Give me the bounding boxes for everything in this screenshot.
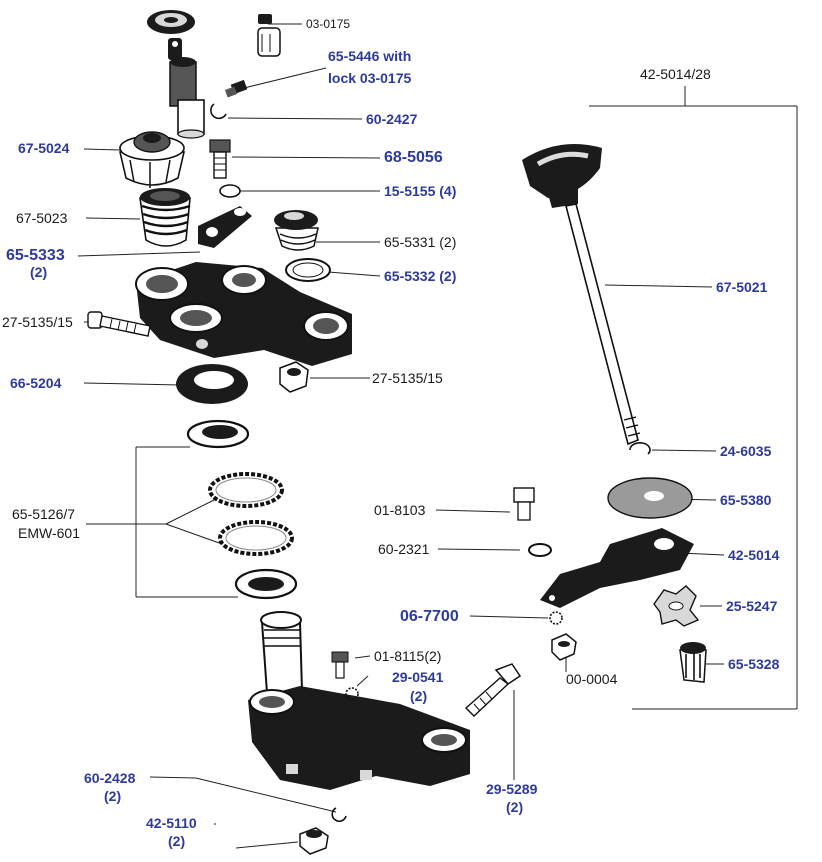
label-65-5446-line2: lock 03-0175 bbox=[328, 70, 412, 86]
bearing-cup-lower-part bbox=[234, 568, 298, 600]
bolt-right-part bbox=[513, 487, 535, 521]
lock-cylinder-part bbox=[169, 57, 205, 139]
label-65-5446-line1: 65-5446 with bbox=[328, 48, 412, 64]
pinch-bolt-part bbox=[87, 311, 151, 337]
label-42-5110: 42-5110 bbox=[146, 815, 197, 831]
label-01-8103: 01-8103 bbox=[374, 502, 426, 518]
damper-knob-rod-part bbox=[522, 144, 641, 446]
label-65-5331: 65-5331 (2) bbox=[384, 234, 457, 250]
label-65-5332: 65-5332 (2) bbox=[384, 268, 457, 284]
label-65-5380: 65-5380 bbox=[720, 492, 772, 508]
bearing-cup-upper-part bbox=[186, 419, 250, 449]
knob-sleeve-part bbox=[679, 642, 707, 683]
pinch-nut-part bbox=[279, 361, 309, 393]
lock-insert-part bbox=[257, 14, 281, 57]
label-03-0175: 03-0175 bbox=[306, 17, 351, 31]
label-15-5155: 15-5155 (4) bbox=[384, 183, 457, 199]
label-60-2428: 60-2428 bbox=[84, 770, 136, 786]
label-29-0541-qty: (2) bbox=[410, 688, 428, 704]
bolt-part bbox=[209, 139, 231, 179]
threaded-sleeve-part bbox=[139, 188, 191, 247]
small-bolt-lower-part bbox=[331, 651, 349, 679]
label-65-5328: 65-5328 bbox=[728, 656, 780, 672]
label-06-7700: 06-7700 bbox=[400, 608, 459, 625]
label-01-8115: 01-8115(2) bbox=[374, 648, 442, 664]
label-42-5014: 42-5014 bbox=[728, 547, 780, 563]
label-29-0541: 29-0541 bbox=[392, 669, 444, 685]
label-24-6035: 24-6035 bbox=[720, 443, 772, 459]
leader-lines bbox=[77, 23, 798, 849]
friction-disc-part bbox=[607, 477, 693, 519]
label-60-2427: 60-2427 bbox=[366, 111, 418, 127]
label-42-5014-28: 42-5014/28 bbox=[640, 66, 711, 82]
lock-key-part bbox=[168, 38, 182, 60]
label-67-5024: 67-5024 bbox=[18, 140, 70, 156]
label-60-2321: 60-2321 bbox=[378, 541, 430, 557]
dust-cover-part bbox=[176, 364, 248, 404]
ball-bearing-ring-lower-part bbox=[218, 520, 294, 556]
anchor-plate-part bbox=[540, 528, 694, 608]
label-27-5135-15-right: 27-5135/15 bbox=[372, 370, 443, 386]
washer-part bbox=[219, 184, 241, 198]
label-66-5204: 66-5204 bbox=[10, 375, 62, 391]
lock-cap-part bbox=[147, 10, 195, 34]
cap-nut-part bbox=[299, 827, 329, 855]
hex-nut-right-part bbox=[551, 633, 577, 661]
label-67-5023: 67-5023 bbox=[16, 210, 68, 226]
label-29-5289: 29-5289 bbox=[486, 781, 538, 797]
circlip-part bbox=[210, 103, 227, 120]
star-washer-right-part bbox=[549, 611, 563, 625]
label-68-5056: 68-5056 bbox=[384, 149, 443, 166]
washer-right-part bbox=[528, 543, 552, 557]
top-nut-part bbox=[118, 131, 186, 188]
label-65-5333-qty: (2) bbox=[30, 264, 48, 280]
ball-bearing-ring-upper-part bbox=[208, 472, 284, 508]
lower-yoke-part bbox=[248, 611, 470, 790]
hex-cap-part bbox=[274, 210, 319, 251]
label-27-5135-15-left: 27-5135/15 bbox=[2, 314, 73, 330]
spring-clip-part bbox=[629, 442, 651, 455]
circlip-lower-part bbox=[331, 807, 347, 822]
label-42-5110-qty: (2) bbox=[168, 833, 186, 849]
label-67-5021: 67-5021 bbox=[716, 279, 768, 295]
label-65-5126-line1: 65-5126/7 bbox=[12, 506, 76, 522]
clamp-plate-part bbox=[198, 206, 252, 248]
label-65-5126-line2: EMW-601 bbox=[18, 525, 80, 541]
label-00-0004: 00-0004 bbox=[566, 671, 618, 687]
label-29-5289-qty: (2) bbox=[506, 799, 524, 815]
upper-yoke-part bbox=[135, 262, 352, 366]
lock-screw-part bbox=[224, 79, 248, 98]
label-25-5247: 25-5247 bbox=[726, 598, 778, 614]
long-bolt-part bbox=[464, 663, 522, 717]
label-60-2428-qty: (2) bbox=[104, 788, 122, 804]
star-washer-part bbox=[345, 687, 359, 701]
label-65-5333: 65-5333 bbox=[6, 247, 65, 264]
